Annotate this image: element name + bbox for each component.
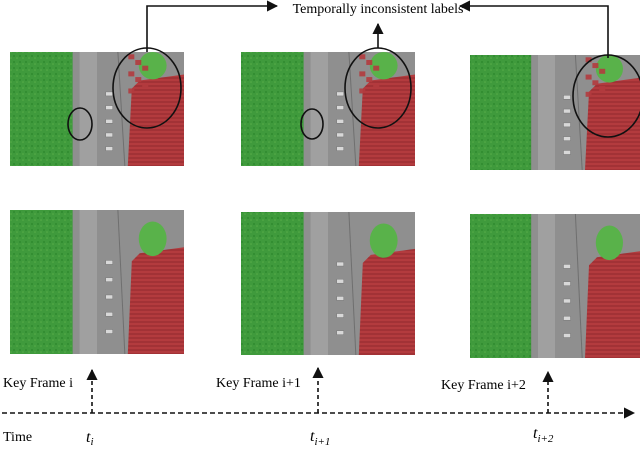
callout-circle-frame-i2: [572, 54, 640, 138]
tile-frame-i2-raw: [470, 55, 640, 170]
callout-arrow-right: [458, 0, 609, 58]
timeline-label: Time: [3, 430, 32, 445]
key-frame-label-i: Key Frame i: [3, 376, 73, 391]
tile-frame-i1-raw: [241, 52, 415, 166]
tile-frame-i-refined: [10, 210, 184, 354]
callout-circle-small-frame-i: [67, 107, 93, 141]
key-frame-label-i1: Key Frame i+1: [216, 376, 301, 391]
key-frame-label-i2: Key Frame i+2: [441, 378, 526, 393]
callout-circle-small-frame-i1: [300, 108, 324, 140]
callout-circle-frame-i: [112, 47, 182, 129]
inconsistency-callouts: [67, 0, 640, 141]
annotation-label: Temporally inconsistent labels: [293, 2, 464, 17]
key-frame-markers: Key Frame i Key Frame i+1 Key Frame i+2: [3, 366, 554, 413]
time-label-i: ti: [86, 429, 94, 448]
tile-frame-i2-refined: [470, 214, 640, 358]
segmentation-frames: [10, 52, 640, 358]
time-label-i1: ti+1: [310, 428, 330, 448]
callout-arrow-left: [146, 0, 279, 52]
time-label-i2: ti+2: [533, 425, 554, 445]
callout-circle-frame-i1: [344, 47, 412, 129]
tile-frame-i1-refined: [241, 212, 415, 355]
tile-frame-i-raw: [10, 52, 184, 166]
